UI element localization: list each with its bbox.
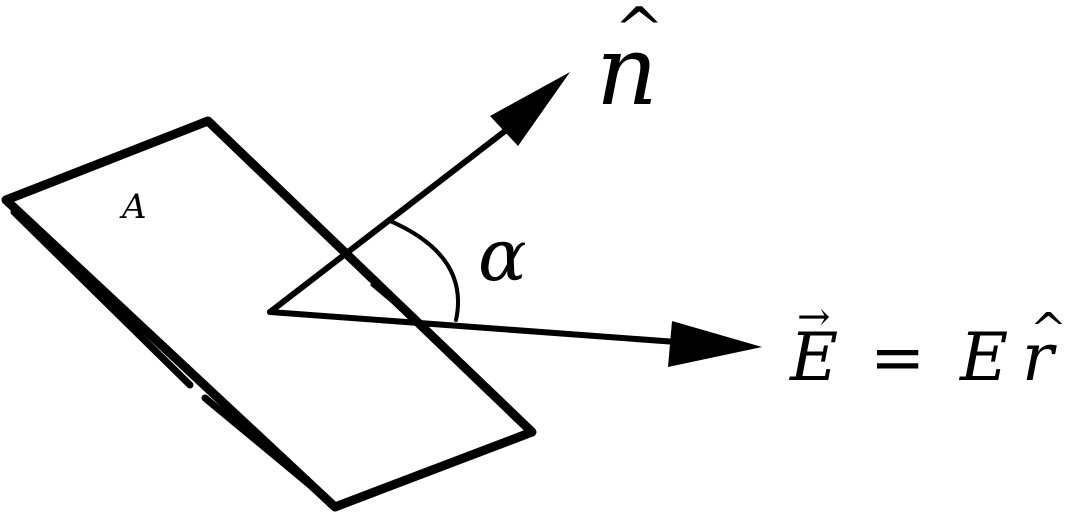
angle-label: α xyxy=(478,213,527,297)
surface-edge-thickness xyxy=(10,208,332,504)
normal-label-symbol: n xyxy=(596,15,658,127)
normal-vector-head xyxy=(490,72,570,146)
field-vector-arrow xyxy=(267,309,762,367)
field-equation-unit-vector: r xyxy=(1022,319,1057,396)
field-equation: → E = E r ^ xyxy=(789,294,1067,396)
field-equation-equals: = xyxy=(870,319,925,396)
normal-label-hat: ^ xyxy=(614,0,664,65)
normal-vector-shaft xyxy=(267,115,525,315)
field-equation-unit-hat: ^ xyxy=(1030,304,1067,355)
field-vector-shaft xyxy=(267,309,693,346)
surface-label: A xyxy=(119,187,147,227)
normal-vector-arrow xyxy=(267,72,570,315)
surface-plate xyxy=(1,116,537,512)
normal-label: n ^ xyxy=(596,0,664,127)
surface-edge-detail xyxy=(370,283,517,422)
field-equation-magnitude: E xyxy=(959,319,1008,396)
field-equation-arrow: → xyxy=(797,294,831,340)
field-vector-head xyxy=(668,321,762,367)
surface-outline xyxy=(1,116,537,512)
field-equation-vector: E xyxy=(789,319,838,396)
angle-arc xyxy=(386,218,461,322)
